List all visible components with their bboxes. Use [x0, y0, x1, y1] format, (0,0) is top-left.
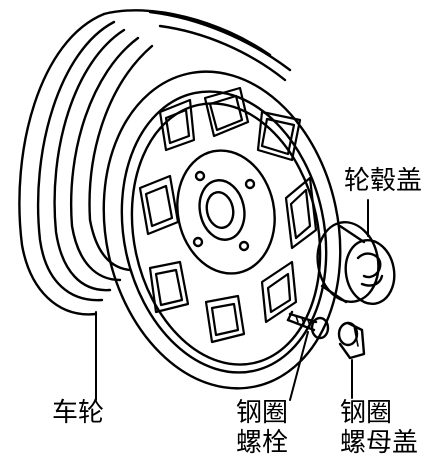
wheel-hub-center	[176, 149, 276, 275]
rim-bolt-part	[286, 310, 330, 340]
wheel-rim-barrel	[18, 9, 292, 316]
rim-nut-cap-label-line-1: 钢圈	[340, 398, 393, 428]
leader-lines	[95, 199, 369, 401]
rim-nut-cap-label: 钢圈 螺母盖	[340, 398, 418, 458]
rim-bolt-label-line-1: 钢圈	[236, 398, 289, 428]
hub-cap-part	[316, 221, 396, 305]
hub-cap-label: 轮毂盖	[344, 166, 423, 196]
rim-nut-cap-part	[337, 321, 366, 360]
wheel-label: 车轮	[52, 398, 105, 428]
wheel-face	[102, 70, 342, 390]
wheel-spoke-windows	[138, 86, 318, 344]
rim-nut-cap-label-line-2: 螺母盖	[340, 428, 419, 458]
rim-bolt-label-line-2: 螺栓	[236, 428, 289, 458]
rim-bolt-label: 钢圈 螺栓	[236, 398, 288, 458]
